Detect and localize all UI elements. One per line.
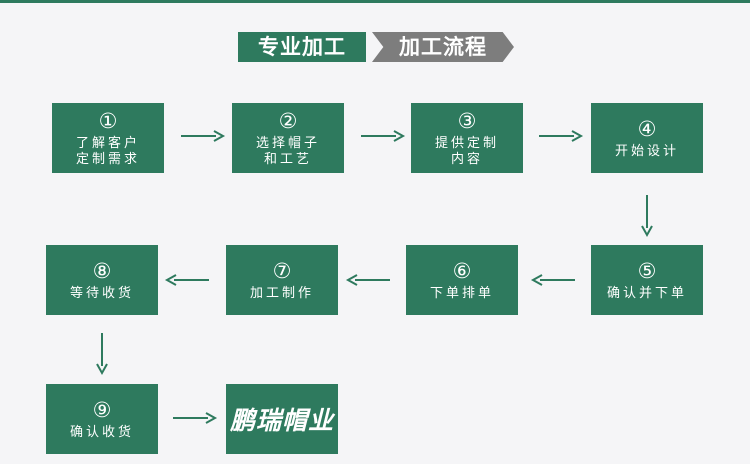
arrow-right-icon [181, 130, 226, 142]
step-2-label-line1: 选择帽子 [255, 135, 320, 151]
arrow-down-icon [96, 333, 108, 376]
step-1-label-line1: 了解客户 [75, 135, 140, 151]
step-4-box: ④ 开始设计 [591, 103, 703, 173]
banner-title-professional: 专业加工 [238, 32, 366, 62]
step-9-label: 确认收货 [69, 424, 134, 440]
top-rule [0, 0, 750, 3]
arrow-left-icon [530, 274, 575, 286]
step-6-label: 下单排单 [429, 285, 494, 301]
step-1-number: ① [98, 108, 118, 133]
arrow-left-icon [345, 274, 390, 286]
step-4-number: ④ [637, 116, 657, 141]
arrow-right-icon [361, 130, 406, 142]
arrow-left-icon [164, 274, 209, 286]
step-3-box: ③ 提供定制 内容 [411, 103, 523, 173]
step-4-label: 开始设计 [614, 143, 679, 159]
step-8-label: 等待收货 [69, 285, 134, 301]
step-8-box: ⑧ 等待收货 [46, 245, 158, 315]
arrow-right-icon [173, 412, 218, 424]
brand-box: 鹏瑞帽业 [226, 384, 338, 454]
step-1-box: ① 了解客户 定制需求 [52, 103, 164, 173]
step-6-number: ⑥ [452, 258, 472, 283]
step-6-box: ⑥ 下单排单 [406, 245, 518, 315]
step-5-number: ⑤ [637, 258, 657, 283]
arrow-right-icon [539, 130, 584, 142]
banner-title-process: 加工流程 [372, 32, 514, 62]
step-7-number: ⑦ [272, 258, 292, 283]
step-3-number: ③ [457, 108, 477, 133]
step-1-label-line2: 定制需求 [75, 151, 140, 167]
step-7-label: 加工制作 [249, 285, 314, 301]
step-2-label-line2: 和工艺 [263, 151, 312, 167]
step-5-label: 确认并下单 [606, 285, 687, 301]
step-3-label-line1: 提供定制 [434, 135, 499, 151]
step-5-box: ⑤ 确认并下单 [591, 245, 703, 315]
step-2-box: ② 选择帽子 和工艺 [232, 103, 344, 173]
title-banner: 专业加工 加工流程 [238, 32, 514, 62]
step-2-number: ② [278, 108, 298, 133]
step-9-box: ⑨ 确认收货 [46, 384, 158, 454]
arrow-down-icon [641, 195, 653, 238]
step-3-label-line2: 内容 [450, 151, 483, 167]
step-9-number: ⑨ [92, 397, 112, 422]
step-7-box: ⑦ 加工制作 [226, 245, 338, 315]
step-8-number: ⑧ [92, 258, 112, 283]
